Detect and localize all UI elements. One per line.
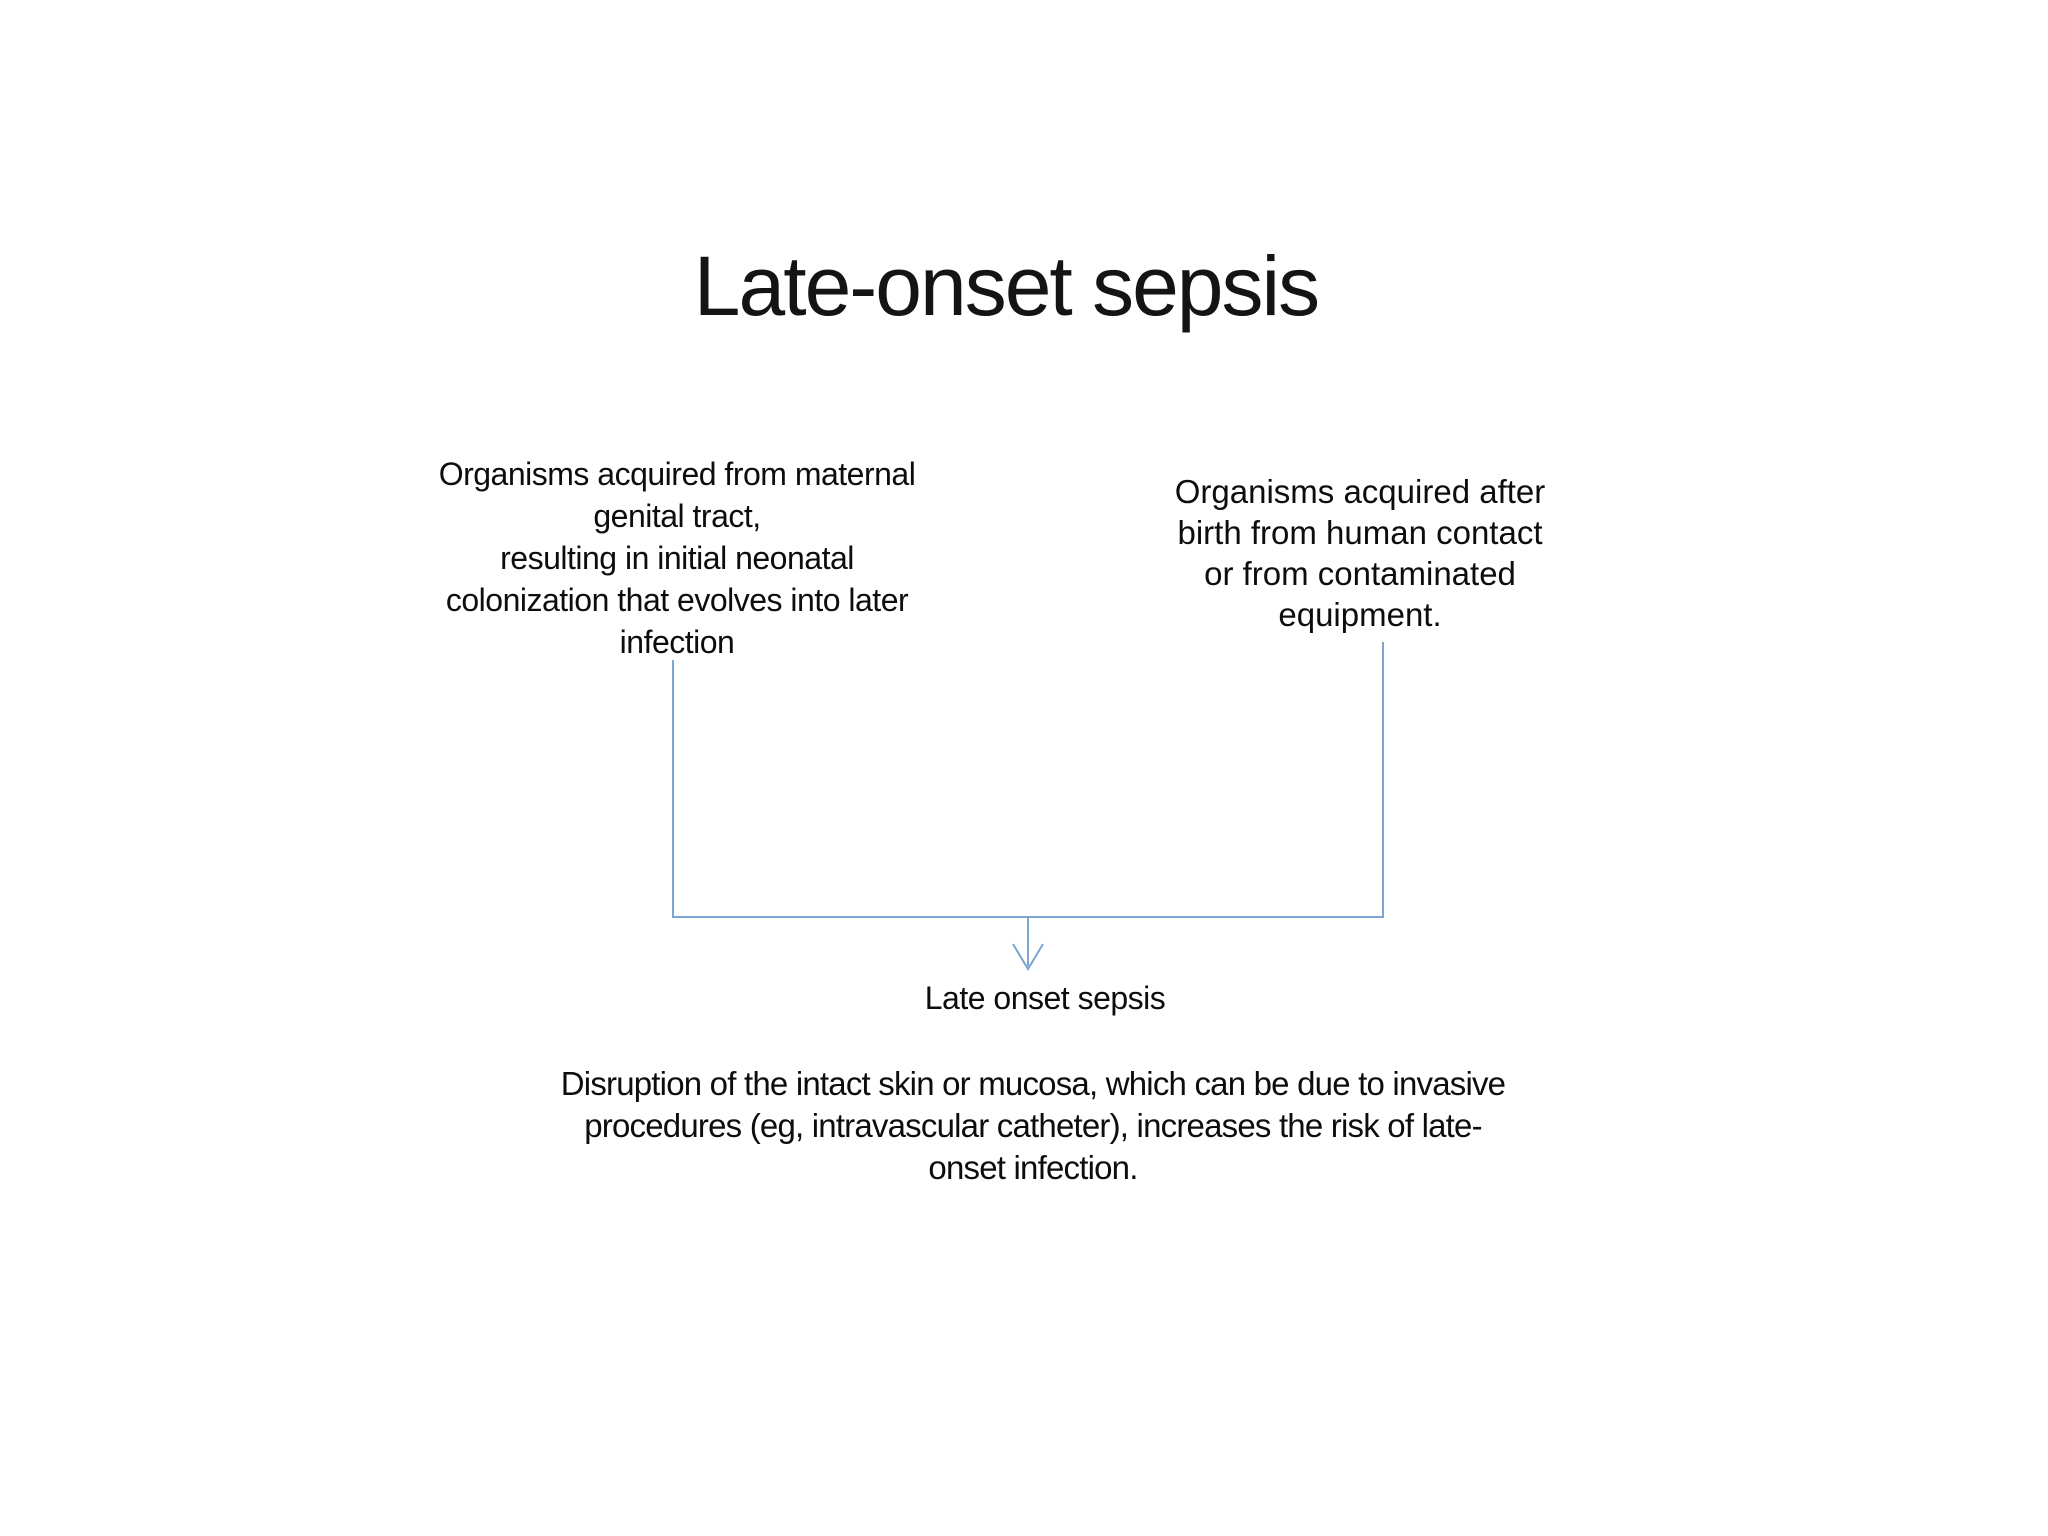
outcome-label: Late onset sepsis [924,980,1166,1016]
note-paragraph: Disruption of the intact skin or mucosa,… [560,1065,1506,1186]
down-arrow-head-icon [1012,943,1044,971]
merge-bracket-line [672,642,1384,918]
slide-title: Late-onset sepsis [693,239,1320,333]
cause-box-postnatal: Organisms acquired after birth from huma… [1174,473,1546,633]
cause-box-maternal: Organisms acquired from maternal genital… [438,456,916,660]
